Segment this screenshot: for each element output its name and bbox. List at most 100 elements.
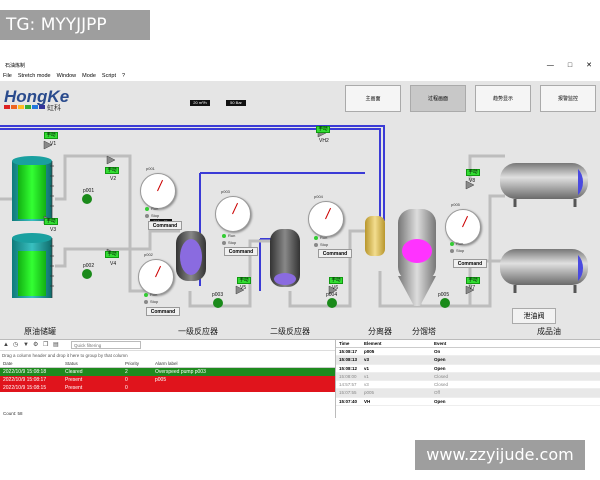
pumps [82, 194, 450, 308]
event-type: On [434, 349, 441, 354]
fractionation-column[interactable] [398, 209, 436, 306]
valve-label-vh2: VH2 [319, 138, 329, 144]
col-element[interactable]: Element [364, 341, 382, 346]
command-button[interactable]: Command [318, 249, 352, 258]
settings-icon[interactable]: ⚙ [33, 342, 39, 348]
run-indicator: Run [222, 233, 235, 238]
mode-tag[interactable]: 手动 [44, 218, 58, 225]
run-label: Run [150, 292, 158, 297]
valve-icon[interactable] [465, 180, 475, 190]
command-button[interactable]: Command [146, 307, 180, 316]
alarm-row[interactable]: 2022/10/9 15:08:18 Cleared 2 Overspeed p… [0, 368, 335, 376]
menu-stretch-mode[interactable]: Stretch mode [17, 73, 51, 79]
menu-window[interactable]: Window [56, 73, 77, 79]
pump-icon[interactable] [440, 298, 450, 308]
alarm-row[interactable]: 2022/10/9 15:08:15 Present 0 [0, 384, 335, 392]
close-icon[interactable]: ✕ [586, 62, 592, 69]
pressure-readout: 50 Bar [226, 100, 246, 106]
clock-icon[interactable]: ◷ [13, 342, 19, 348]
menu-help[interactable]: ? [121, 73, 126, 79]
mode-tag[interactable]: 手动 [329, 277, 343, 284]
print-icon[interactable]: ▤ [53, 342, 59, 348]
command-button[interactable]: Command [224, 247, 258, 256]
mode-tag[interactable]: 手动 [105, 251, 119, 258]
col-event[interactable]: Event [434, 341, 447, 346]
pressure-gauge-p005: p005 [445, 202, 489, 253]
valve-icon[interactable] [328, 285, 338, 295]
crude-tank-1[interactable] [12, 156, 54, 221]
copy-icon[interactable]: ❐ [43, 342, 49, 348]
col-time[interactable]: Time [339, 341, 350, 346]
valve-icon[interactable] [43, 140, 53, 150]
mode-tag[interactable]: 手动 [105, 167, 119, 174]
col-date[interactable]: Date [3, 361, 13, 366]
gauge-tag: p004 [314, 194, 323, 199]
nav-main[interactable]: 主画面 [345, 85, 401, 112]
product-tank-1[interactable] [500, 163, 588, 207]
pump-label: p001 [83, 188, 95, 194]
minimize-icon[interactable]: — [546, 62, 554, 69]
menu-bar: File Stretch mode Window Mode Script ? [0, 72, 600, 81]
mode-tag[interactable]: 手动 [316, 126, 330, 133]
event-element: v1 [364, 373, 369, 379]
stop-dot-icon [144, 299, 148, 304]
menu-script[interactable]: Script [101, 73, 116, 79]
drain-valve-label[interactable]: 泄油阀 [512, 308, 556, 324]
col-priority[interactable]: Priority [125, 361, 140, 366]
window-title: 石油炼制 [5, 63, 26, 69]
nav-process[interactable]: 过程画面 [410, 85, 466, 112]
label-separator: 分离器 [368, 327, 392, 336]
valve-icon[interactable] [106, 155, 116, 165]
logo-swatch [4, 105, 10, 109]
mode-tag[interactable]: 手动 [237, 277, 251, 284]
pump-icon[interactable] [327, 298, 337, 308]
quick-filter-input[interactable] [71, 341, 141, 349]
pump-icon[interactable] [213, 298, 223, 308]
col-status[interactable]: Status [65, 361, 78, 366]
mode-tag[interactable]: 手动 [466, 169, 480, 176]
pressure-gauge-p003: p003 [215, 189, 259, 240]
separator-vessel[interactable] [365, 216, 385, 256]
pump-icon[interactable] [82, 194, 92, 204]
alarm-date: 2022/10/9 15:08:18 [3, 369, 47, 375]
mode-tag[interactable]: 手动 [44, 132, 58, 139]
run-dot-icon [145, 206, 149, 211]
valve-icon[interactable] [235, 285, 245, 295]
reactor-1[interactable] [176, 231, 206, 281]
stop-label: Stop [151, 213, 160, 218]
run-dot-icon [222, 233, 226, 238]
valve-icon[interactable] [465, 285, 475, 295]
product-tank-2[interactable] [500, 249, 588, 293]
nav-alarm[interactable]: 报警监控 [540, 85, 596, 112]
group-hint: Drag a column header and drop it here to… [2, 353, 128, 358]
command-button[interactable]: Command [453, 259, 487, 268]
mode-tag[interactable]: 手动 [466, 277, 480, 284]
nav-trend[interactable]: 趋势显示 [475, 85, 531, 112]
alarm-panel: ▲ ◷ ▼ ⚙ ❐ ▤ Drag a column header and dro… [0, 339, 335, 418]
col-alarm-label[interactable]: Alarm label [155, 361, 178, 366]
event-type: Closed [434, 373, 449, 379]
reactor-2[interactable] [270, 229, 300, 287]
alarm-row[interactable]: 2022/10/9 15:08:17 Present 0 p005 [0, 376, 335, 384]
gauge-tag: p001 [146, 166, 155, 171]
filter-icon[interactable]: ▼ [23, 342, 29, 348]
command-button[interactable]: Command [148, 221, 182, 230]
event-type: Open [434, 357, 446, 363]
bell-icon[interactable]: ▲ [3, 342, 9, 348]
run-indicator: Run [145, 206, 158, 211]
crude-tank-2[interactable] [12, 233, 54, 298]
menu-mode[interactable]: Mode [82, 73, 96, 79]
menu-file[interactable]: File [3, 73, 12, 79]
maximize-icon[interactable]: □ [567, 62, 573, 69]
pump-icon[interactable] [82, 269, 92, 279]
gauge-tag: p002 [144, 252, 153, 257]
valve-label-v7: V7 [469, 285, 476, 291]
alarm-priority: 2 [125, 369, 128, 375]
